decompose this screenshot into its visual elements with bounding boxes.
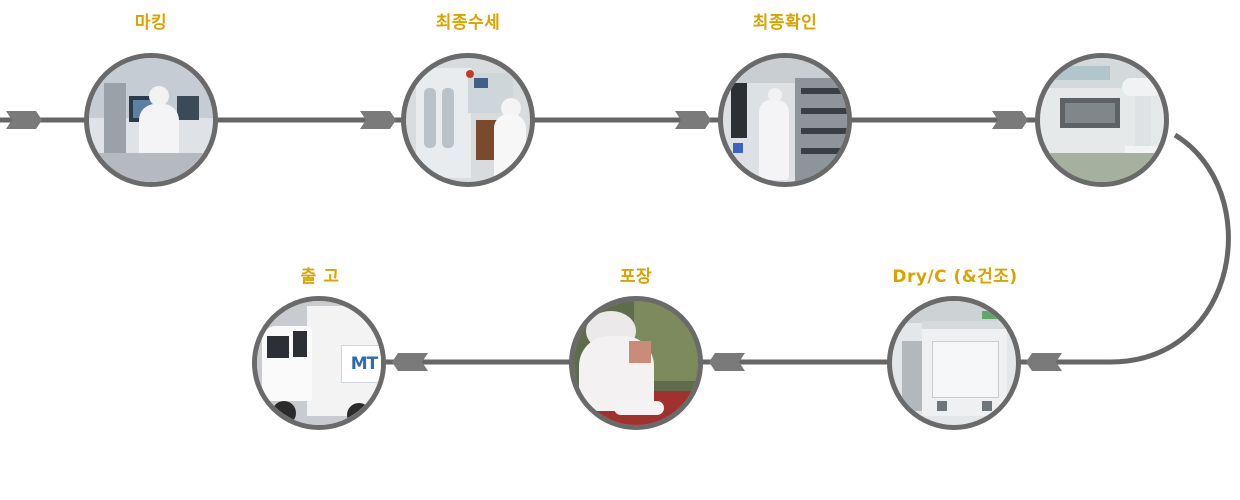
- step-photo-shipping: MT: [252, 296, 386, 430]
- step-label-dry: Dry/C (&건조): [892, 267, 1018, 287]
- flow-line-curve: [1109, 132, 1231, 365]
- step-label-marking: 마킹: [134, 13, 168, 33]
- flow-arrow-right-icon: [675, 111, 711, 129]
- truck-brand-logo: MT: [341, 345, 381, 383]
- step-photo-final-wash: [401, 53, 535, 187]
- flow-arrow-left-icon: [1026, 353, 1062, 371]
- flow-arrow-left-icon: [392, 353, 428, 371]
- step-label-packing: 포장: [619, 267, 653, 287]
- step-photo-dry: [887, 296, 1021, 430]
- step-photo-inspection: [1035, 53, 1169, 187]
- step-label-final-wash: 최종수세: [435, 13, 501, 33]
- step-photo-marking: [84, 53, 218, 187]
- flow-arrow-left-icon: [709, 353, 745, 371]
- step-label-final-check: 최종확인: [752, 13, 818, 33]
- step-photo-final-check: [718, 53, 852, 187]
- step-label-shipping: 출 고: [300, 267, 340, 287]
- step-photo-packing: [569, 296, 703, 430]
- flow-arrow-right-icon: [6, 111, 42, 129]
- flow-arrow-right-icon: [992, 111, 1028, 129]
- flow-arrow-right-icon: [360, 111, 396, 129]
